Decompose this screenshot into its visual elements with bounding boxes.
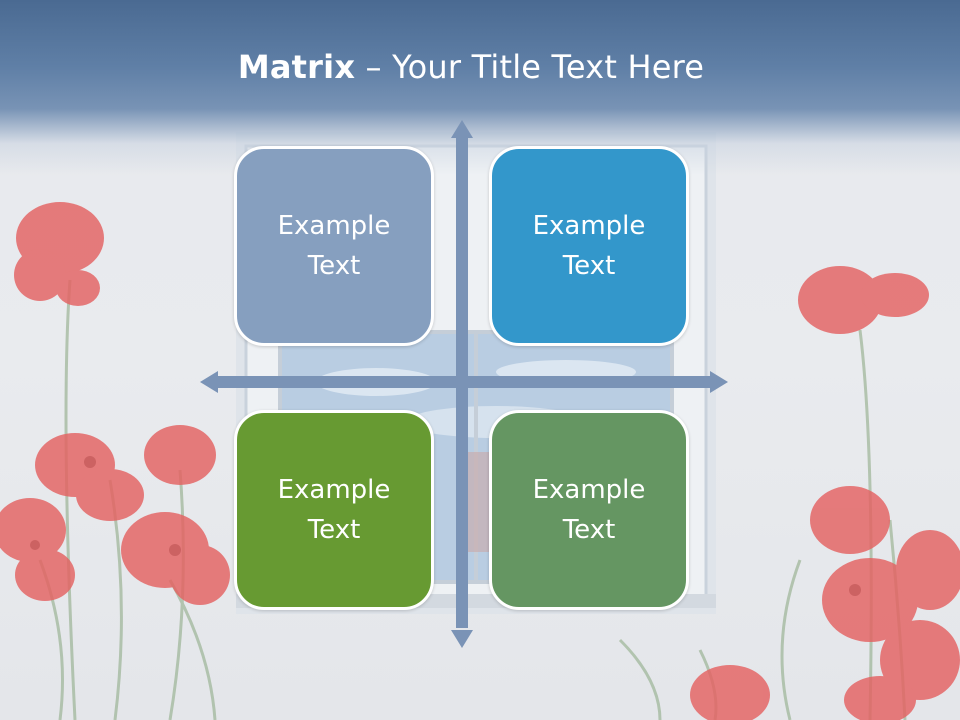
slide-title: Matrix – Your Title Text Here xyxy=(0,48,960,86)
vertical-axis-bottom-arrow xyxy=(451,630,473,648)
horizontal-axis-right-arrow xyxy=(710,371,728,393)
vertical-axis-top-arrow xyxy=(451,120,473,138)
horizontal-axis-bar xyxy=(218,376,710,388)
title-bold: Matrix xyxy=(237,48,356,86)
matrix-cell-top-left[interactable]: Example Text xyxy=(234,146,434,346)
cell-label: Example Text xyxy=(532,475,646,545)
cell-label: Example Text xyxy=(277,475,391,545)
horizontal-axis-left-arrow xyxy=(200,371,218,393)
matrix-cell-bottom-left[interactable]: Example Text xyxy=(234,410,434,610)
matrix-cell-bottom-right[interactable]: Example Text xyxy=(489,410,689,610)
header-band xyxy=(0,0,960,175)
cell-label: Example Text xyxy=(532,211,646,281)
title-rest: – Your Title Text Here xyxy=(355,48,705,86)
cell-label: Example Text xyxy=(277,211,391,281)
title-text: Matrix – Your Title Text Here xyxy=(238,48,704,86)
matrix-cell-top-right[interactable]: Example Text xyxy=(489,146,689,346)
